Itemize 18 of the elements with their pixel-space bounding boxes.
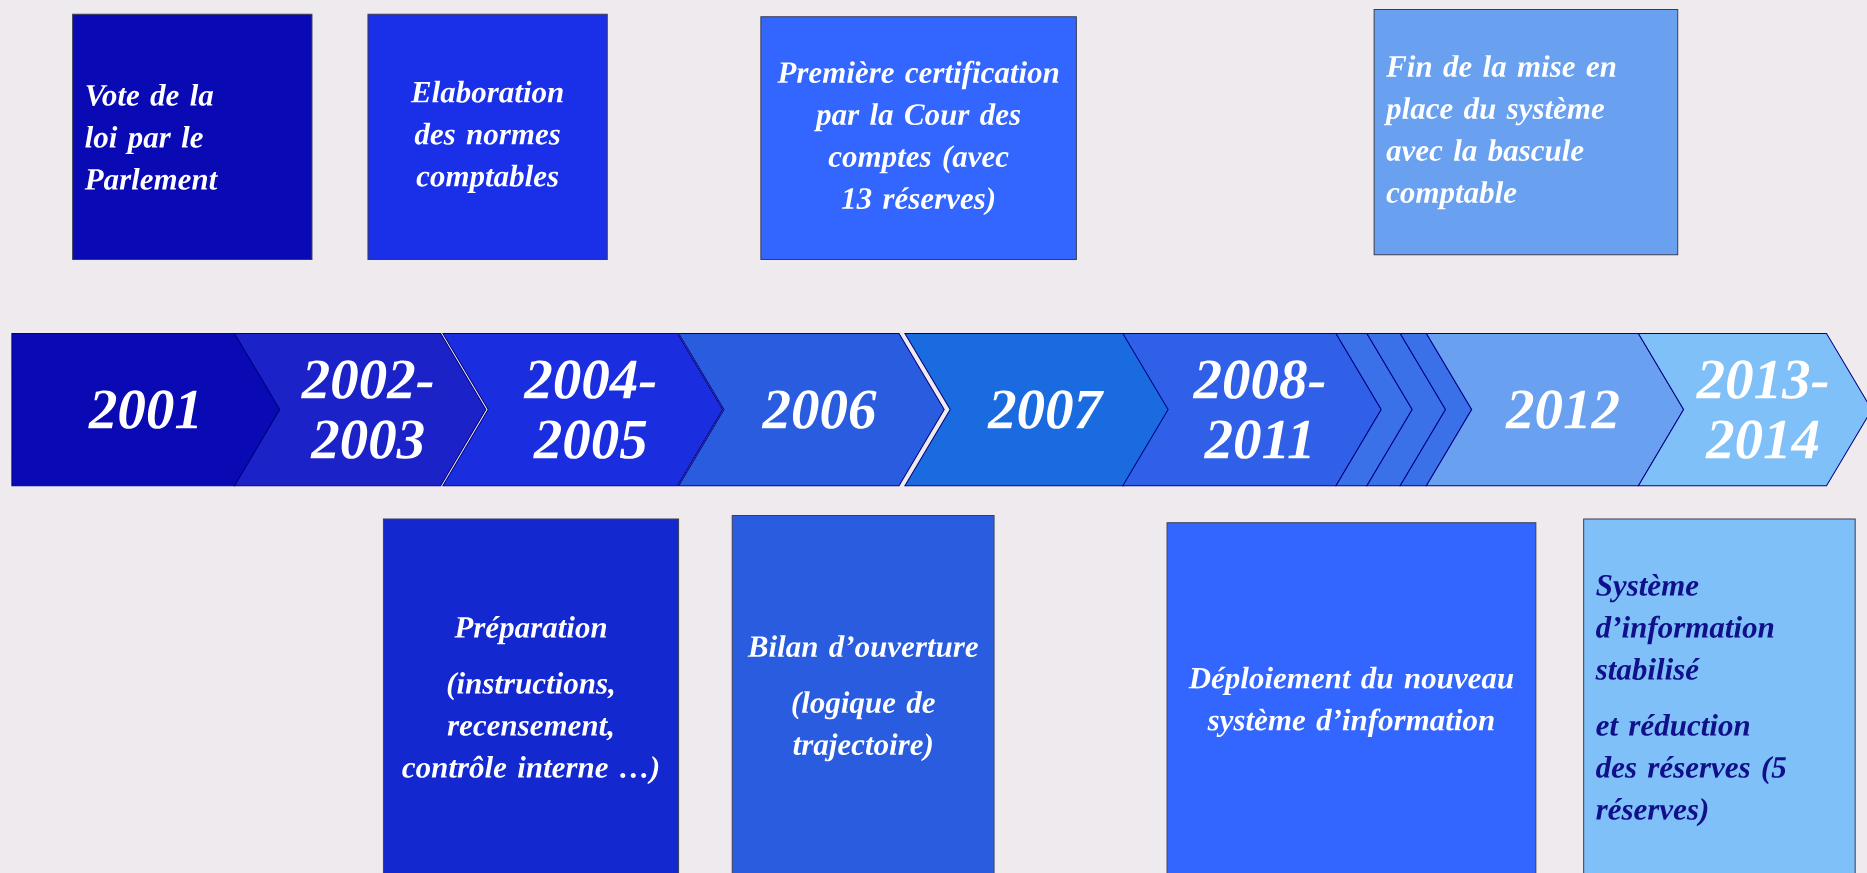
- timeline-band: [1399, 332, 1473, 487]
- event-box: Bilan d’ouverture (logique de trajectoire): [731, 515, 995, 873]
- timeline-segment: 2007: [904, 332, 1170, 487]
- timeline-band: [1335, 332, 1413, 487]
- event-box: Préparation (instructions, recensement, contrôle interne …): [382, 518, 680, 873]
- timeline-segment: 2002-2003: [234, 332, 487, 487]
- event-box: Système d’information stabilisé et réduction des réserves (5 réserves): [1583, 518, 1856, 873]
- event-box: Elaboration des normes comptables: [367, 13, 608, 261]
- event-box: Vote de la loi par le Parlement: [72, 13, 313, 261]
- event-box: Fin de la mise en place du système avec la bascule comptable: [1373, 9, 1679, 256]
- timeline-segment: 2012: [1425, 332, 1685, 487]
- timeline-segment: 2004-2005: [442, 332, 724, 487]
- event-box: Déploiement du nouveau système d’information: [1166, 522, 1537, 873]
- timeline-segment: 2006: [678, 332, 945, 487]
- timeline-segment: 2001: [11, 332, 281, 487]
- timeline-band: [1366, 332, 1446, 487]
- event-box: Première certification par la Cour des comptes (avec 13 réserves): [760, 16, 1077, 261]
- timeline-segment: 2013-2014: [1637, 332, 1867, 487]
